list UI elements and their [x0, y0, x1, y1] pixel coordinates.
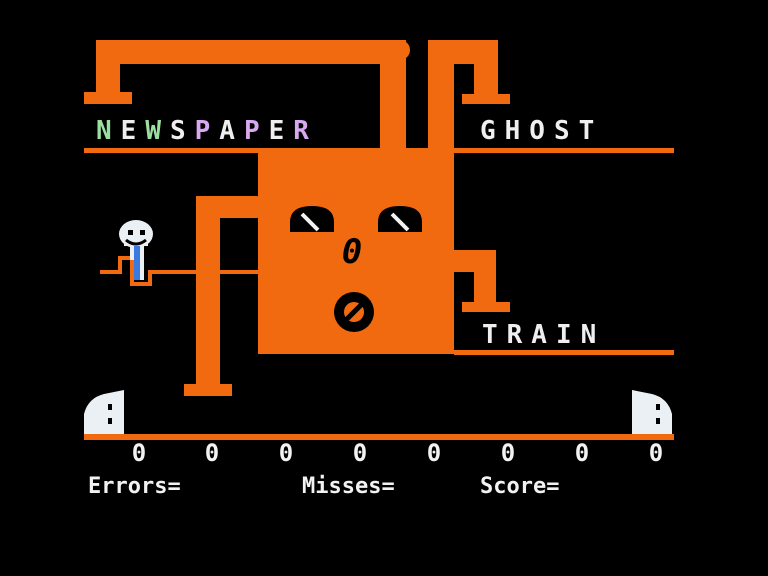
character-wire — [100, 256, 258, 286]
digit-slot-2: 0 — [204, 439, 220, 467]
left-vertical-pipe — [184, 196, 266, 396]
shelf-line-top-right — [454, 148, 674, 153]
left-gauge-icon — [290, 206, 334, 232]
right-hook-pipe — [440, 250, 510, 312]
valve-wheel-icon — [334, 292, 374, 332]
digit-slot-6: 0 — [500, 439, 516, 467]
digit-slot-8: 0 — [648, 439, 664, 467]
machine-counter: 0 — [341, 232, 363, 272]
top-left-pipe — [84, 40, 410, 150]
digit-slot-7: 0 — [574, 439, 590, 467]
right-gauge-icon — [378, 206, 422, 232]
right-door-icon — [632, 390, 672, 436]
digit-slot-5: 0 — [426, 439, 442, 467]
word-ghost[interactable]: GHOST — [480, 116, 604, 146]
left-door-icon — [84, 390, 124, 436]
digit-slot-1: 0 — [131, 439, 147, 467]
word-train[interactable]: TRAIN — [482, 320, 606, 350]
digit-slot-3: 0 — [278, 439, 294, 467]
top-right-pipe — [428, 40, 510, 150]
digit-slot-4: 0 — [352, 439, 368, 467]
shelf-line-top-left — [84, 148, 262, 153]
misses-label: Misses= — [302, 474, 395, 499]
shelf-line-bottom-right — [454, 350, 674, 355]
floor-line — [84, 434, 674, 440]
ghost-character-icon[interactable] — [119, 220, 153, 280]
errors-label: Errors= — [88, 474, 181, 499]
word-newspaper[interactable]: NEWSPAPER — [96, 116, 318, 146]
score-label: Score= — [480, 474, 560, 499]
